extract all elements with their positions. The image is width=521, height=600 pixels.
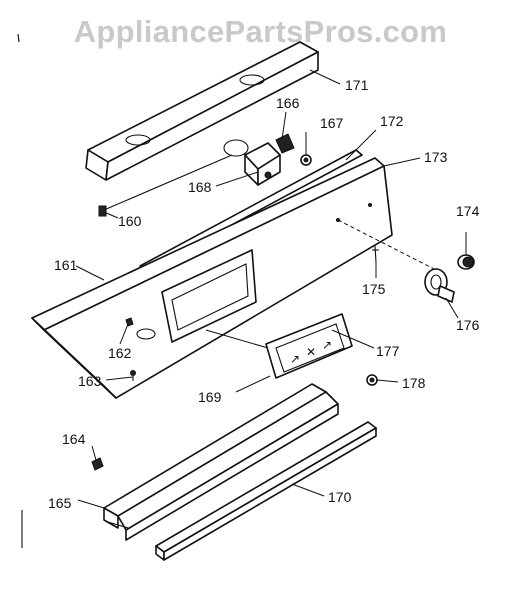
callout-174: 174 bbox=[456, 203, 480, 219]
callout-165: 165 bbox=[48, 495, 72, 511]
callout-163: 163 bbox=[78, 373, 102, 389]
callout-167: 167 bbox=[320, 115, 344, 131]
part-168-switch bbox=[223, 139, 281, 186]
callout-172: 172 bbox=[380, 113, 404, 129]
callout-166: 166 bbox=[276, 95, 300, 111]
part-170-strip bbox=[155, 421, 377, 561]
callout-173: 173 bbox=[424, 149, 448, 165]
callout-176: 176 bbox=[456, 317, 480, 333]
part-167-grommet bbox=[300, 154, 312, 166]
part-171-top-channel bbox=[85, 41, 319, 181]
callout-164: 164 bbox=[62, 431, 86, 447]
callout-169: 169 bbox=[198, 389, 222, 405]
callout-171: 171 bbox=[345, 77, 369, 93]
part-175-spring bbox=[372, 245, 379, 263]
callout-177: 177 bbox=[376, 343, 400, 359]
callout-168: 168 bbox=[188, 179, 212, 195]
part-174-cap bbox=[457, 254, 475, 270]
callout-162: 162 bbox=[108, 345, 132, 361]
part-169-177-clock: ↗ ✕ ↗ bbox=[265, 313, 353, 379]
part-160-rod bbox=[98, 154, 233, 217]
callout-160: 160 bbox=[118, 213, 142, 229]
watermark: AppliancePartsPros.com bbox=[73, 14, 448, 49]
callout-161: 161 bbox=[54, 257, 78, 273]
svg-text:✕: ✕ bbox=[306, 345, 316, 359]
callout-170: 170 bbox=[328, 489, 352, 505]
svg-text:↗: ↗ bbox=[322, 338, 332, 352]
part-161-173-control-panel bbox=[31, 157, 393, 399]
part-164-clip bbox=[91, 457, 104, 471]
part-176-knob bbox=[424, 268, 455, 303]
part-175-dashed-line bbox=[337, 219, 441, 273]
leader-lines bbox=[75, 69, 467, 509]
part-166-bracket bbox=[275, 133, 295, 154]
svg-text:↗: ↗ bbox=[290, 352, 300, 366]
part-178-grommet bbox=[366, 374, 378, 386]
callout-175: 175 bbox=[362, 281, 386, 297]
callout-178: 178 bbox=[402, 375, 426, 391]
edge-mark-top bbox=[17, 33, 20, 43]
part-165-bracket-rail bbox=[103, 383, 339, 541]
